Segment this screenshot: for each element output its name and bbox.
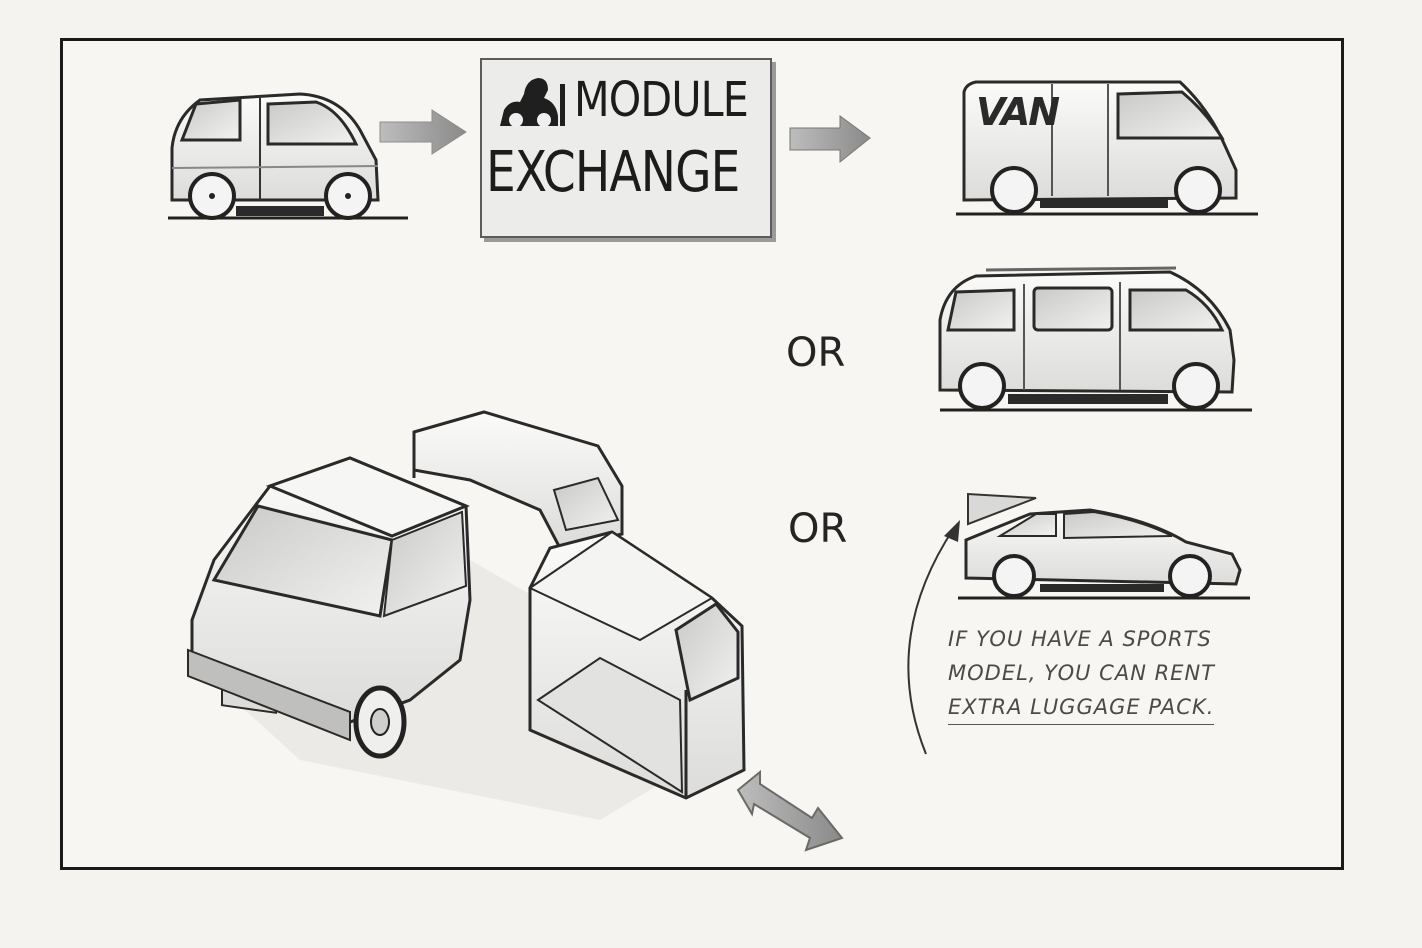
sign-title-line2: EXCHANGE — [486, 140, 740, 205]
minibus-vehicle — [938, 266, 1252, 412]
van-vehicle — [956, 80, 1258, 216]
note-line-2: MODEL, YOU CAN RENT — [948, 661, 1215, 685]
right-arrow-icon — [789, 115, 871, 164]
or-label-2: OR — [788, 506, 848, 552]
right-arrow-icon — [379, 109, 467, 155]
note-line-3: EXTRA LUGGAGE PACK. — [948, 690, 1215, 725]
base-car — [168, 92, 408, 220]
luggage-note: IF YOU HAVE A SPORTS MODEL, YOU CAN RENT… — [948, 622, 1215, 725]
sign-title-line1: MODULE — [574, 72, 749, 128]
mascot-icon — [500, 78, 565, 127]
module-exchange-sign: MODULE EXCHANGE — [480, 58, 772, 238]
van-label: VAN — [976, 90, 1060, 134]
exploded-vehicle — [187, 410, 746, 820]
curved-arrow-icon — [907, 520, 960, 755]
sports-car-vehicle — [958, 492, 1250, 600]
note-line-1: IF YOU HAVE A SPORTS — [948, 627, 1212, 651]
or-label-1: OR — [786, 330, 846, 376]
double-arrow-icon — [736, 769, 844, 852]
